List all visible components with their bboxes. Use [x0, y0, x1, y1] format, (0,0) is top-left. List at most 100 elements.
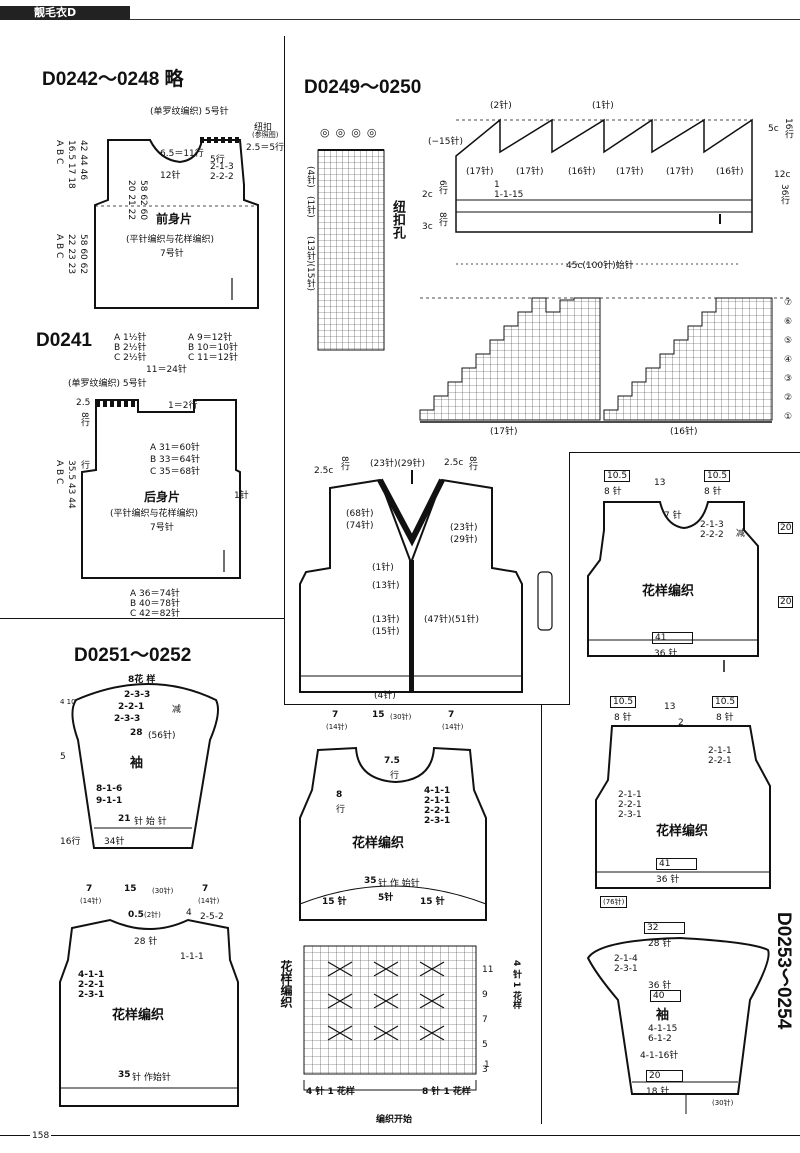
d0253-mid-dec2: 2-2-1: [708, 756, 732, 766]
vest-8-r: 8行: [467, 456, 477, 471]
d0251-w7r2: (14针): [198, 897, 220, 905]
back-b-sts: B 33＝64针: [150, 455, 200, 465]
collar-top-1: (1针): [592, 101, 614, 111]
graph-circles: ◎◎◎◎: [320, 126, 383, 139]
section-title-d0249: D0249～0250: [304, 77, 422, 98]
s6-chart-br: 8 针 1 花样: [422, 1087, 471, 1097]
d0251-b35s: 针 作始针: [132, 1073, 171, 1083]
vest-top: (23针)(29针): [370, 459, 425, 469]
d0251-b252: 2-5-2: [200, 912, 224, 922]
back-left-rows: 行: [79, 460, 89, 469]
d0253-mid-left3: 2-3-1: [618, 810, 642, 820]
section-title-d0253: D0253～0254: [773, 912, 794, 1030]
d0253-mid-41: 41: [656, 858, 698, 870]
s6-chart-r1: 4 针 1 花样: [511, 960, 521, 1009]
d0251-sl-top: 8花 样: [128, 675, 156, 685]
d0253-mid-8a: 8 针: [614, 713, 632, 723]
d0241-a2: A 9＝12针: [188, 333, 233, 343]
d0251-sl-name: 袖: [130, 756, 144, 771]
d0241-center: 11＝24针: [146, 365, 187, 375]
d0251-sl-21: 21: [118, 814, 131, 824]
seg-1: (17针): [466, 167, 494, 177]
right-16: 16行: [783, 118, 793, 139]
mid-rows: 58 62 60: [138, 180, 148, 221]
back-left-abc: A B C: [54, 460, 64, 485]
rib-side: 2.5＝5行: [246, 143, 285, 153]
d0251-w30: (30针): [152, 887, 174, 895]
d0253-mid-105b: 10.5: [712, 696, 739, 708]
seg-6: (16针): [716, 167, 744, 177]
d0251-sl-a: 8-1-6: [96, 784, 123, 794]
s6-w7l2: (14针): [326, 723, 348, 731]
s6-w7r2: (14针): [442, 723, 464, 731]
s6-pattern: 花样编织: [352, 836, 405, 851]
back-c-sts: C 35＝68针: [150, 467, 201, 477]
section-title-d0242: D0242～0248 略: [42, 69, 184, 90]
vest-15: (15针): [372, 627, 400, 637]
s6-d4: 2-3-1: [424, 816, 451, 826]
d0251-b35: 35: [118, 1070, 131, 1080]
d0251-bl1: 4-1-1: [78, 970, 105, 980]
s6-b15r: 15 针: [420, 897, 445, 907]
graph-rows-1: (4针): [305, 166, 315, 188]
seg-3: (16针): [568, 167, 596, 177]
d0253-sl-28: 28 针: [648, 939, 672, 949]
d0253-mid-76: (76针): [600, 896, 628, 908]
button-hole-label: 纽扣孔: [390, 200, 405, 239]
d0241-side-rib: 2.5: [76, 398, 91, 408]
s6-n75: 7.5: [384, 756, 400, 766]
d0253-sl-dec1: 2-1-4: [614, 954, 638, 964]
d0251-sl-28: 28: [130, 728, 143, 738]
graph-right-count: (16针): [670, 427, 698, 437]
neck-dim: 6.5＝11行: [160, 149, 204, 159]
back-right-rows: 1针: [234, 491, 249, 501]
d0251-sl-d2: 2-2-1: [118, 702, 145, 712]
d0253-top-13: 13: [654, 478, 666, 488]
button-note-2: (参照图): [252, 131, 279, 139]
d0253-mid-105a: 10.5: [610, 696, 637, 708]
vest-25c-r: 2.5c: [444, 458, 464, 468]
d0253-dec-label: 减: [736, 529, 746, 539]
s6-b35s: 针 作 始针: [378, 879, 420, 889]
back-left-nums: 35.5 43 44: [66, 460, 76, 509]
d0251-w15: 15: [124, 884, 137, 894]
d0241-side-rib-rows: 8行: [79, 412, 89, 427]
d0251-sl-start: 针 始 针: [134, 817, 167, 827]
header-label: 靓毛衣D: [34, 6, 77, 19]
back-bot-b: B 40＝78针: [130, 599, 180, 609]
d0253-sl-a: 4-1-15: [648, 1024, 678, 1034]
d0251-b2: (2针): [144, 911, 161, 919]
footer-rule: [0, 1135, 800, 1136]
d0253-sl-name: 袖: [656, 1008, 670, 1023]
d0241-b1: B 2½针: [114, 343, 147, 353]
d0253-sl-30: (30针): [712, 1099, 734, 1107]
s6-chart-row-1: 1: [484, 1060, 490, 1070]
d0251-sl-d1: 2-3-3: [124, 690, 151, 700]
s6-chart-bl: 4 针 1 花样: [306, 1087, 355, 1097]
header-bar: [0, 6, 130, 20]
d0253-top-105b: 10.5: [704, 470, 731, 482]
dec1: 2-1-3: [210, 162, 234, 172]
s6-b35: 35: [364, 876, 377, 886]
vest-r-29: (29针): [450, 535, 478, 545]
left-nums: 16.5 17 18: [66, 140, 76, 189]
d0241-a1: A 1½针: [114, 333, 147, 343]
d0253-mid-left2: 2-2-1: [618, 800, 642, 810]
mid-nums: 20 21 22: [126, 180, 136, 221]
graph-rows-3: (13针)(15针): [305, 236, 315, 291]
s6-d2: 2-1-1: [424, 796, 451, 806]
d0253-sl-dec2: 2-3-1: [614, 964, 638, 974]
s6-w15: 15: [372, 710, 385, 720]
left-abc: A B C: [54, 140, 64, 165]
vest-47: (47针)(51针): [424, 615, 479, 625]
section-title-d0251: D0251～0252: [74, 645, 192, 666]
vest-4: (4针): [374, 691, 396, 701]
d0253-mid-13: 13: [664, 702, 676, 712]
d0253-neck-7: 7 针: [664, 511, 682, 521]
d0251-w7r: 7: [202, 884, 209, 894]
